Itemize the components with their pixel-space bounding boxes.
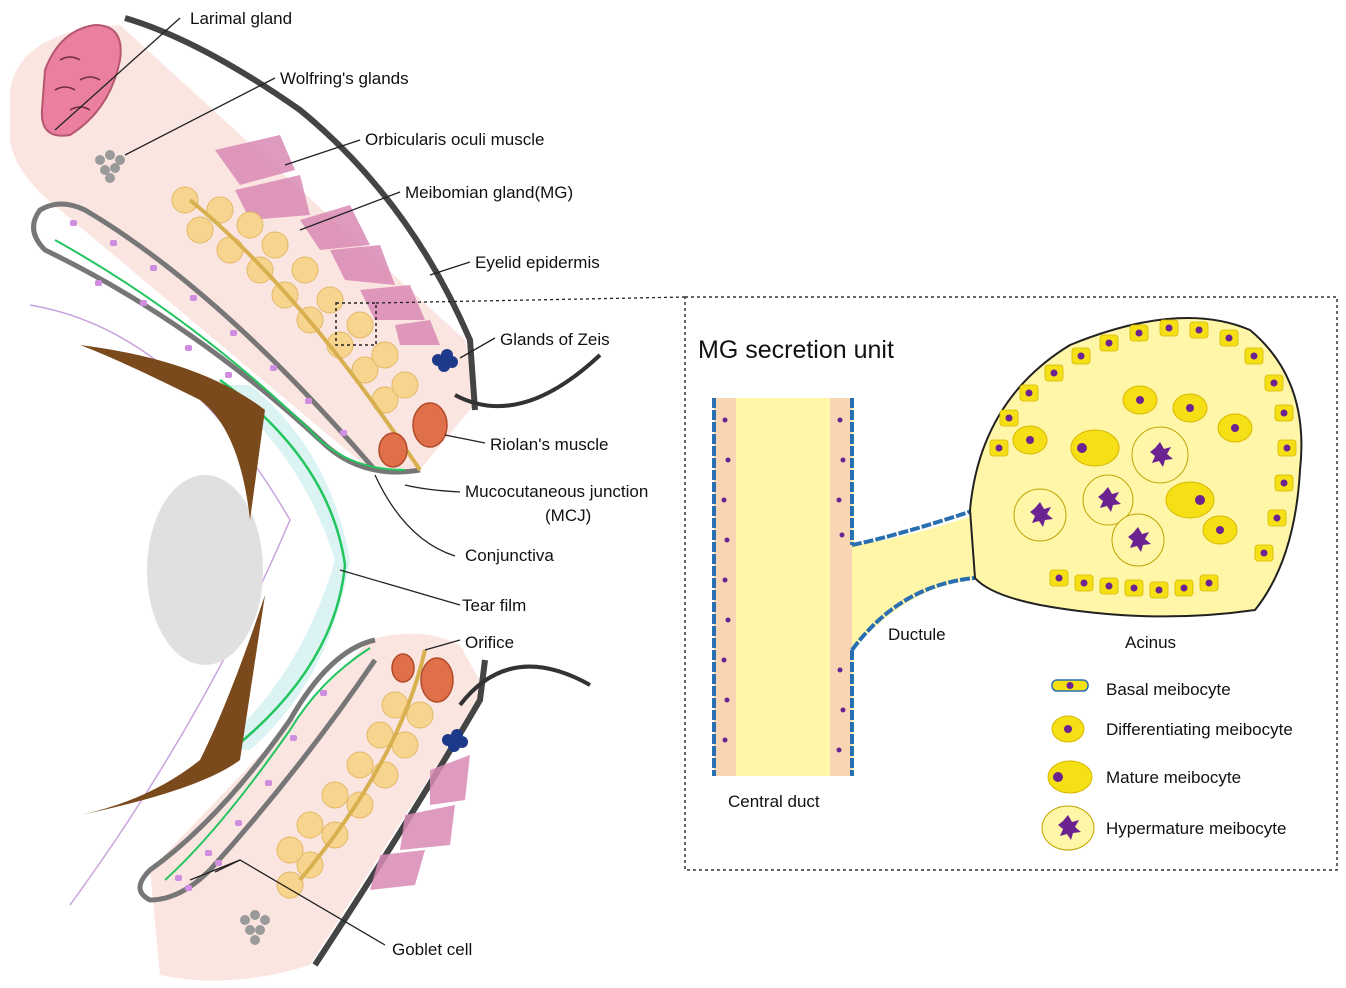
label-conjunctiva: Conjunctiva bbox=[465, 546, 554, 565]
legend-mature-icon bbox=[1048, 761, 1092, 793]
lower-eyelid bbox=[80, 595, 590, 981]
label-epidermis: Eyelid epidermis bbox=[475, 253, 600, 272]
label-lacrimal-gland: Larimal gland bbox=[190, 9, 292, 28]
legend-mature: Mature meibocyte bbox=[1106, 768, 1241, 787]
iris bbox=[147, 475, 263, 665]
central-duct bbox=[714, 398, 854, 776]
label-ductule: Ductule bbox=[888, 625, 946, 644]
label-orifice: Orifice bbox=[465, 633, 514, 652]
label-orbicularis: Orbicularis oculi muscle bbox=[365, 130, 545, 149]
label-acinus: Acinus bbox=[1125, 633, 1176, 652]
legend-hypermature: Hypermature meibocyte bbox=[1106, 819, 1286, 838]
legend-basal: Basal meibocyte bbox=[1106, 680, 1231, 699]
legend-differentiating-icon bbox=[1052, 716, 1084, 742]
legend-basal-icon bbox=[1052, 680, 1088, 691]
mg-secretion-unit-inset: MG secretion unit bbox=[685, 297, 1337, 870]
label-riolan: Riolan's muscle bbox=[490, 435, 609, 454]
legend-hypermature-icon bbox=[1042, 806, 1094, 850]
inset-title: MG secretion unit bbox=[698, 336, 894, 364]
label-central-duct: Central duct bbox=[728, 792, 820, 811]
label-mcj-line1: Mucocutaneous junction bbox=[465, 482, 648, 501]
label-tear-film: Tear film bbox=[462, 596, 526, 615]
label-zeis: Glands of Zeis bbox=[500, 330, 610, 349]
label-goblet-cell: Goblet cell bbox=[392, 940, 472, 959]
label-mcj-line2: (MCJ) bbox=[545, 506, 591, 525]
label-wolfring-glands: Wolfring's glands bbox=[280, 69, 409, 88]
legend-differentiating: Differentiating meibocyte bbox=[1106, 720, 1293, 739]
label-meibomian: Meibomian gland(MG) bbox=[405, 183, 573, 202]
